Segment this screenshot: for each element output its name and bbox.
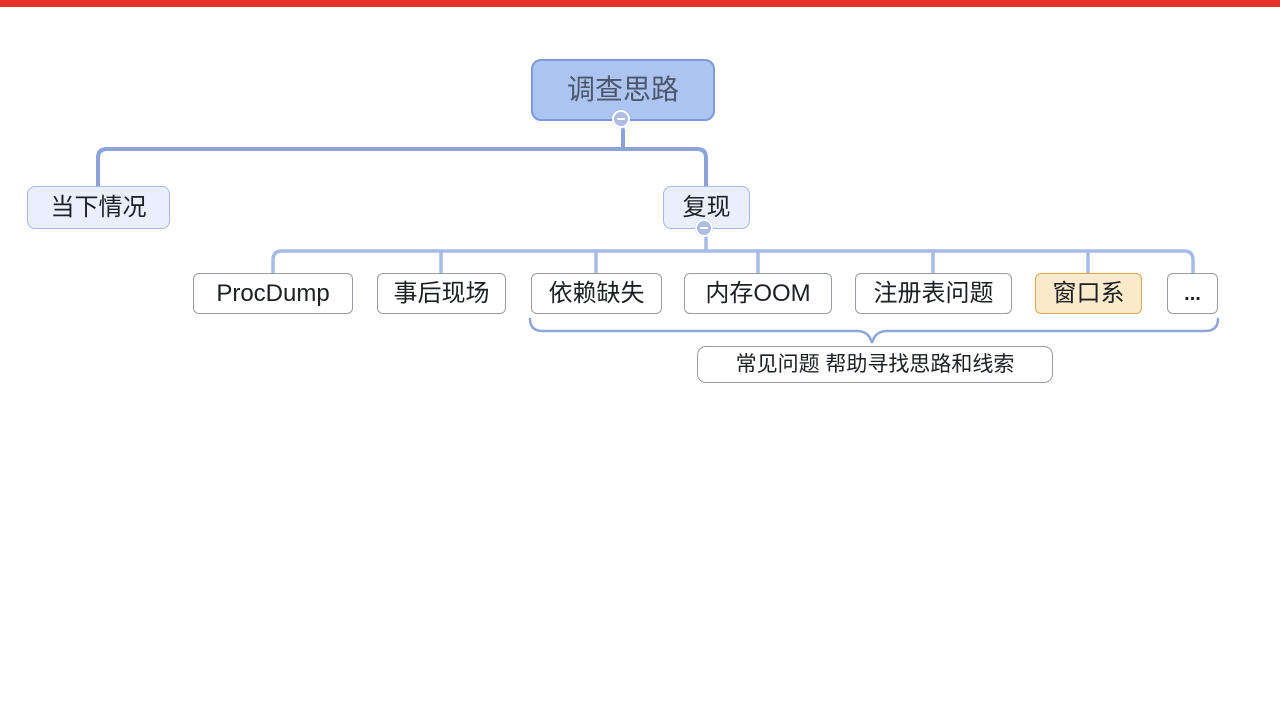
- top-red-bar: [0, 0, 1280, 7]
- topic-label: ProcDump: [216, 279, 330, 307]
- topic-node-window-system-highlighted[interactable]: 窗口系: [1035, 273, 1142, 314]
- root-topic-label: 调查思路: [566, 74, 679, 105]
- topic-node-postmortem[interactable]: 事后现场: [377, 273, 506, 314]
- topic-node-memory-oom[interactable]: 内存OOM: [684, 273, 832, 314]
- summary-label: 常见问题 帮助寻找思路和线索: [735, 353, 1015, 376]
- branch-node-current-situation[interactable]: 当下情况: [27, 186, 170, 229]
- connector-level1: [96, 128, 708, 188]
- branch-label: 复现: [682, 193, 731, 221]
- topic-label: 依赖缺失: [548, 279, 645, 307]
- topic-node-ellipsis[interactable]: ...: [1167, 273, 1218, 314]
- summary-node[interactable]: 常见问题 帮助寻找思路和线索: [697, 346, 1053, 383]
- topic-label: ...: [1184, 282, 1201, 305]
- minus-icon: [617, 118, 625, 120]
- topic-label: 注册表问题: [873, 279, 994, 307]
- root-topic-node[interactable]: 调查思路: [531, 59, 715, 121]
- summary-brace: [528, 317, 1220, 344]
- topic-node-registry-issue[interactable]: 注册表问题: [855, 273, 1012, 314]
- topic-label: 窗口系: [1052, 279, 1125, 307]
- topic-label: 内存OOM: [705, 279, 811, 307]
- topic-label: 事后现场: [393, 279, 490, 307]
- branch-label: 当下情况: [50, 193, 147, 221]
- collapse-button-reproduce[interactable]: [695, 219, 713, 237]
- connector-level2: [271, 236, 1195, 275]
- topic-node-missing-dependency[interactable]: 依赖缺失: [531, 273, 662, 314]
- topic-node-procdump[interactable]: ProcDump: [193, 273, 353, 314]
- collapse-button-root[interactable]: [612, 110, 630, 128]
- minus-icon: [700, 227, 708, 229]
